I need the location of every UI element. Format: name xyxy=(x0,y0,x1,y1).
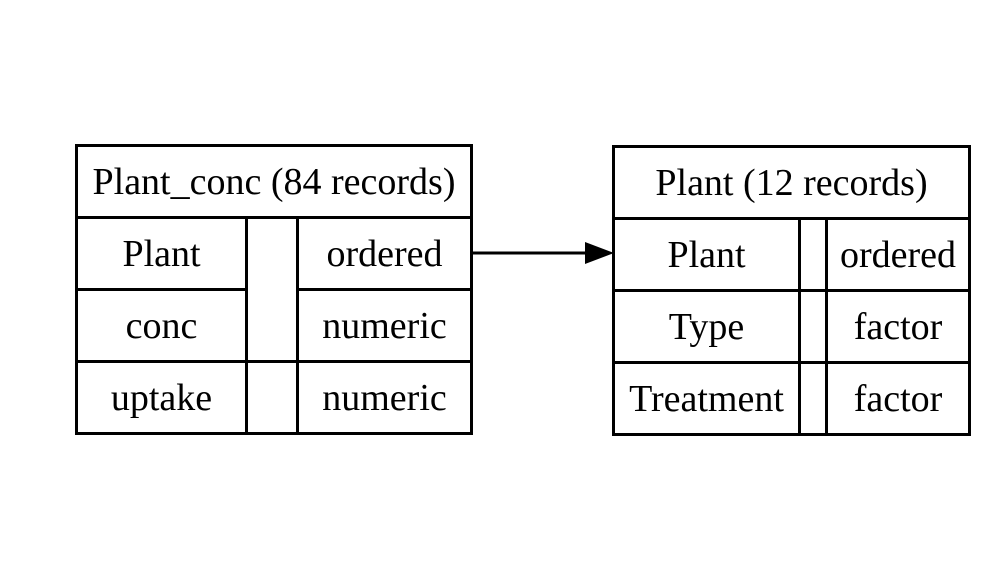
column-type: ordered xyxy=(824,217,972,292)
table-row: Type factor xyxy=(612,289,972,364)
column-name: Plant xyxy=(612,217,801,292)
column-type: ordered xyxy=(296,216,473,291)
column-name: conc xyxy=(75,288,248,363)
column-name: Type xyxy=(612,289,801,364)
primary-key-indicator xyxy=(245,216,299,363)
column-type: numeric xyxy=(296,288,473,363)
primary-key-indicator xyxy=(798,217,828,292)
column-name: Treatment xyxy=(612,361,801,436)
table-row: Plant ordered xyxy=(75,216,473,363)
table-plant-conc: Plant_conc (84 records) Plant ordered co… xyxy=(75,144,473,435)
key-indicator xyxy=(798,361,828,436)
table-title: Plant (12 records) xyxy=(611,145,972,220)
relation-arrow xyxy=(470,242,614,264)
column-type: numeric xyxy=(296,360,473,435)
key-indicator xyxy=(245,360,299,435)
table-plant: Plant (12 records) Plant ordered Type fa… xyxy=(611,145,972,436)
table-row: Plant ordered xyxy=(612,217,972,292)
column-name: uptake xyxy=(75,360,248,435)
table-row: Treatment factor xyxy=(612,361,972,436)
table-title: Plant_conc (84 records) xyxy=(75,144,473,219)
table-header-row: Plant (12 records) xyxy=(611,145,972,220)
key-indicator xyxy=(798,289,828,364)
table-header-row: Plant_conc (84 records) xyxy=(75,144,473,219)
column-name: Plant xyxy=(75,216,248,291)
table-row: conc numeric xyxy=(75,288,473,363)
column-type: factor xyxy=(824,289,972,364)
column-type: factor xyxy=(824,361,972,436)
arrowhead-icon xyxy=(585,242,614,264)
table-row: uptake numeric xyxy=(75,360,473,435)
